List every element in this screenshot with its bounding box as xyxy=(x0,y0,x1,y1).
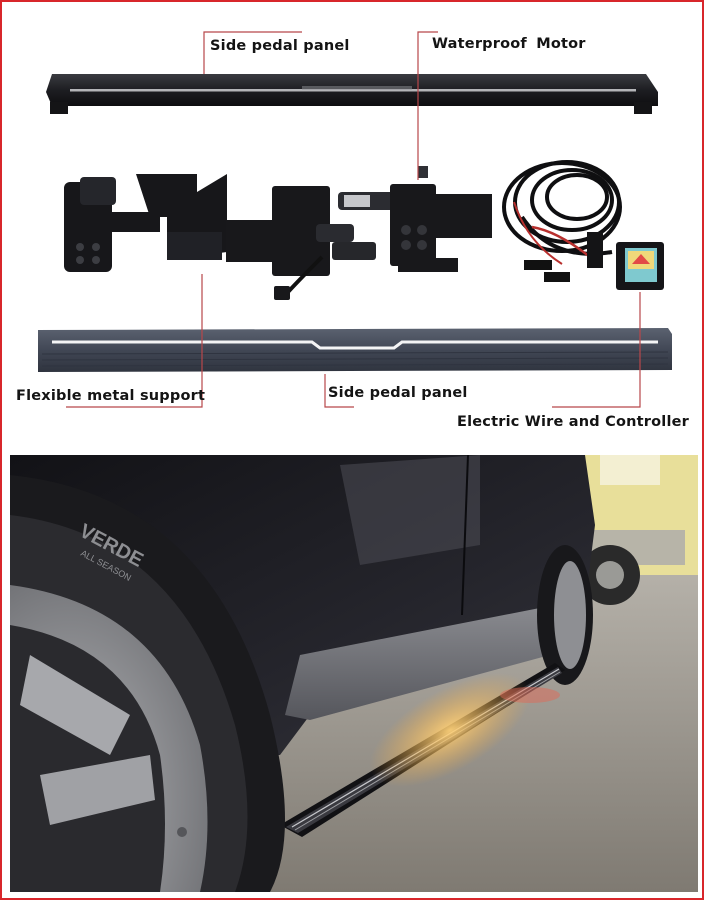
label-flexible-metal-support: Flexible metal support xyxy=(16,388,206,404)
label-side-pedal-panel-top: Side pedal panel xyxy=(210,38,350,54)
photo-illustration: VERDE ALL SEASON xyxy=(10,455,698,892)
installed-running-board-photo: VERDE ALL SEASON xyxy=(10,455,698,892)
flexible-metal-support-illustration xyxy=(64,174,227,272)
label-electric-wire-and-controller: Electric Wire and Controller xyxy=(457,414,690,430)
side-pedal-panel-top-illustration xyxy=(46,74,658,114)
label-waterproof-motor: Waterproof Motor xyxy=(432,36,586,52)
leader-lines xyxy=(66,31,641,408)
controller-box-illustration xyxy=(616,242,664,290)
waterproof-motor-illustration xyxy=(226,166,492,300)
electric-wire-harness-illustration xyxy=(502,160,622,282)
label-side-pedal-panel-bottom: Side pedal panel xyxy=(328,385,468,401)
side-pedal-panel-bottom-illustration xyxy=(38,328,672,372)
